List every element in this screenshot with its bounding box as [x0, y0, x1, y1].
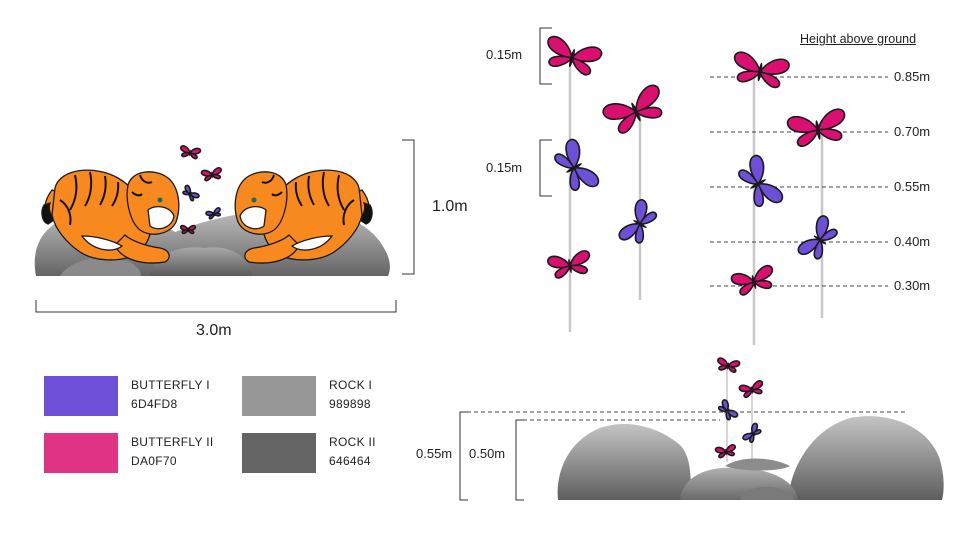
legend-entry-butterfly-2: BUTTERFLY II DA0F70 [131, 433, 214, 471]
butterfly-icon [742, 422, 762, 444]
tiger-muzzle [147, 205, 175, 230]
legend-code: DA0F70 [131, 454, 177, 468]
tiger-right [234, 169, 373, 264]
swatch-rock-2 [242, 433, 316, 473]
height-label-070: 0.70m [894, 124, 931, 139]
tiger-stripes [59, 171, 153, 226]
rock-height-label: 0.55m [416, 446, 453, 461]
tiger-leg [114, 234, 170, 264]
legend-name: BUTTERFLY II [131, 435, 214, 449]
height-title: Height above ground [800, 32, 917, 46]
butterfly-icon [733, 51, 790, 89]
legend-name: BUTTERFLY I [131, 378, 210, 392]
height-label-040: 0.40m [894, 234, 931, 249]
spacing-bracket [539, 27, 552, 85]
tiger-left [41, 169, 180, 264]
rock-bracket [515, 419, 524, 501]
butterfly-icon [547, 250, 591, 279]
spacing-label: 0.15m [486, 160, 523, 175]
rock-butterflies [714, 357, 764, 459]
butterfly-icon [200, 167, 222, 182]
butterfly-icon [182, 184, 200, 202]
tiger-belly [290, 235, 334, 251]
legend-code: 646464 [329, 454, 371, 468]
butterfly-icon [738, 380, 764, 398]
height-label-030: 0.30m [894, 278, 931, 293]
swatch-butterfly-1 [44, 376, 118, 416]
tiger-leg [244, 234, 300, 264]
butterfly-icon [797, 215, 838, 260]
tiger-eye [157, 197, 163, 203]
tiger-stripes [261, 171, 355, 226]
width-label: 3.0m [196, 322, 232, 339]
butterfly-icon [179, 224, 197, 235]
height-bracket [402, 139, 415, 275]
rock-height-label: 0.50m [469, 446, 506, 461]
butterfly-icon [738, 154, 784, 208]
legend-entry-rock-1: ROCK I 989898 [329, 376, 372, 414]
rock-shape [557, 424, 691, 500]
swatch-butterfly-2 [44, 433, 118, 473]
tiger-belly [80, 235, 124, 251]
height-label: 1.0m [432, 198, 468, 215]
rock-shape [60, 257, 141, 276]
butterfly-icon [717, 399, 739, 421]
legend-name: ROCK II [329, 435, 376, 449]
tiger-eye [251, 197, 257, 203]
butterfly-icon [730, 264, 774, 296]
butterfly-icon [547, 35, 603, 76]
overview-butterflies [179, 145, 222, 235]
butterfly-icon [786, 108, 846, 147]
rock-bracket [459, 411, 468, 501]
tiger-muzzle [239, 205, 267, 230]
legend-entry-butterfly-1: BUTTERFLY I 6D4FD8 [131, 376, 210, 414]
rock-shape [740, 486, 795, 500]
detail-butterflies [547, 35, 846, 296]
legend-name: ROCK I [329, 378, 373, 392]
butterfly-icon [618, 198, 658, 244]
spacing-label: 0.15m [486, 47, 523, 62]
butterfly-icon [180, 145, 202, 160]
swatch-rock-1 [242, 376, 316, 416]
butterfly-icon [714, 444, 736, 459]
legend-code: 989898 [329, 397, 371, 411]
height-label-085: 0.85m [894, 69, 931, 84]
spacing-bracket [539, 139, 552, 197]
butterfly-icon [602, 84, 663, 134]
rock-shape [150, 247, 252, 276]
height-label-055: 0.55m [894, 179, 931, 194]
rock-shape [788, 416, 944, 500]
butterfly-icon [205, 207, 222, 220]
rock-guides [460, 411, 908, 421]
legend-code: 6D4FD8 [131, 397, 178, 411]
rock-shape [725, 458, 790, 471]
width-bracket [35, 300, 397, 313]
rock-group [557, 416, 944, 500]
legend-entry-rock-2: ROCK II 646464 [329, 433, 376, 471]
butterfly-icon [554, 138, 600, 192]
butterfly-icon [717, 357, 741, 373]
